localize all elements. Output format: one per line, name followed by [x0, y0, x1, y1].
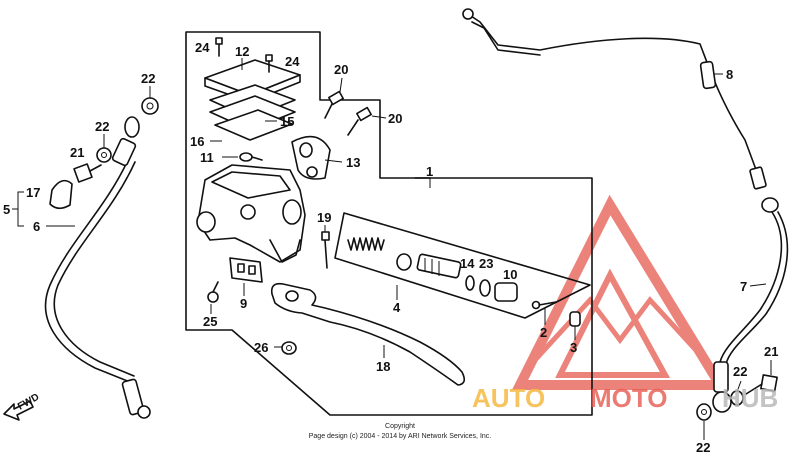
- callout-19: 19: [317, 210, 331, 225]
- bolt-20b: [347, 106, 372, 136]
- nut-3: [569, 311, 581, 327]
- copyright-notice: Copyright Page design (c) 2004 - 2014 by…: [309, 423, 492, 440]
- callout-9: 9: [240, 296, 247, 311]
- callout-22d: 22: [733, 364, 747, 379]
- washer-23: [479, 279, 491, 297]
- callout-10: 10: [503, 267, 517, 282]
- left-clutch-hose: [44, 116, 151, 419]
- fwd-arrow-icon: [3, 400, 34, 421]
- callout-7: 7: [740, 279, 747, 294]
- callout-5: 5: [3, 202, 10, 217]
- upper-clutch-hose: [462, 8, 767, 190]
- master-cylinder-body: [196, 164, 306, 263]
- assembly-bracket: [185, 31, 593, 416]
- watermark-auto: AUTO: [472, 383, 545, 413]
- callout-25: 25: [203, 314, 217, 329]
- copyright-line2: Page design (c) 2004 - 2014 by ARI Netwo…: [309, 433, 492, 440]
- pivot-bolt-2: [531, 300, 557, 310]
- copyright-line1: Copyright: [385, 423, 415, 430]
- banjo-washer-22c: [696, 403, 712, 421]
- watermark-moto: MOTO: [590, 383, 668, 413]
- callout-24a: 24: [195, 40, 210, 55]
- callout-11: 11: [200, 150, 214, 165]
- callout-3: 3: [570, 340, 577, 355]
- screw-11: [239, 152, 263, 162]
- callout-21b: 21: [764, 344, 778, 359]
- callout-22c: 22: [696, 440, 710, 455]
- callout-17: 17: [26, 185, 40, 200]
- watermark-logo-icon: [511, 194, 729, 390]
- clutch-lever-18: [270, 282, 466, 386]
- callout-8: 8: [726, 67, 733, 82]
- callout-18: 18: [376, 359, 390, 374]
- callout-4: 4: [393, 300, 401, 315]
- callout-1: 1: [426, 164, 433, 179]
- circlip-14: [465, 275, 475, 291]
- banjo-washer-22a: [141, 97, 159, 115]
- banjo-fitting: [712, 391, 732, 413]
- callout-21a: 21: [70, 145, 84, 160]
- callout-23: 23: [479, 256, 493, 271]
- clutch-switch-9: [229, 257, 263, 283]
- piston: [416, 253, 462, 279]
- bolt-21b: [745, 374, 778, 395]
- watermark-text: AUTO MOTO HUB: [472, 383, 778, 413]
- callout-16: 16: [190, 134, 204, 149]
- bolt-20a: [324, 90, 344, 119]
- piston-cup: [396, 253, 412, 271]
- pin-19: [321, 231, 330, 269]
- screw-24a: [215, 37, 223, 57]
- screw-25: [207, 281, 219, 303]
- spring: [347, 237, 385, 251]
- bolt-21a: [73, 163, 102, 183]
- callout-22b: 22: [95, 119, 109, 134]
- callout-22a: 22: [141, 71, 155, 86]
- callout-20a: 20: [334, 62, 348, 77]
- leader-lines: [12, 58, 772, 440]
- nut-26: [281, 341, 297, 355]
- callout-26: 26: [254, 340, 268, 355]
- callout-13: 13: [346, 155, 360, 170]
- piston-set-box: [334, 212, 591, 319]
- callout-20b: 20: [388, 111, 402, 126]
- lower-clutch-hose: [713, 197, 789, 393]
- callout-24b: 24: [285, 54, 300, 69]
- watermark-hub: HUB: [722, 383, 778, 413]
- callout-6: 6: [33, 219, 40, 234]
- holder-13: [291, 135, 331, 180]
- washer-22b: [96, 147, 112, 163]
- boot-17: [49, 179, 73, 210]
- callout-14: 14: [460, 256, 475, 271]
- boot-10: [494, 282, 518, 302]
- reservoir-cap: [204, 59, 301, 141]
- callout-12: 12: [235, 44, 249, 59]
- callout-2: 2: [540, 325, 547, 340]
- screw-24b: [265, 54, 273, 73]
- callout-15: 15: [280, 114, 294, 129]
